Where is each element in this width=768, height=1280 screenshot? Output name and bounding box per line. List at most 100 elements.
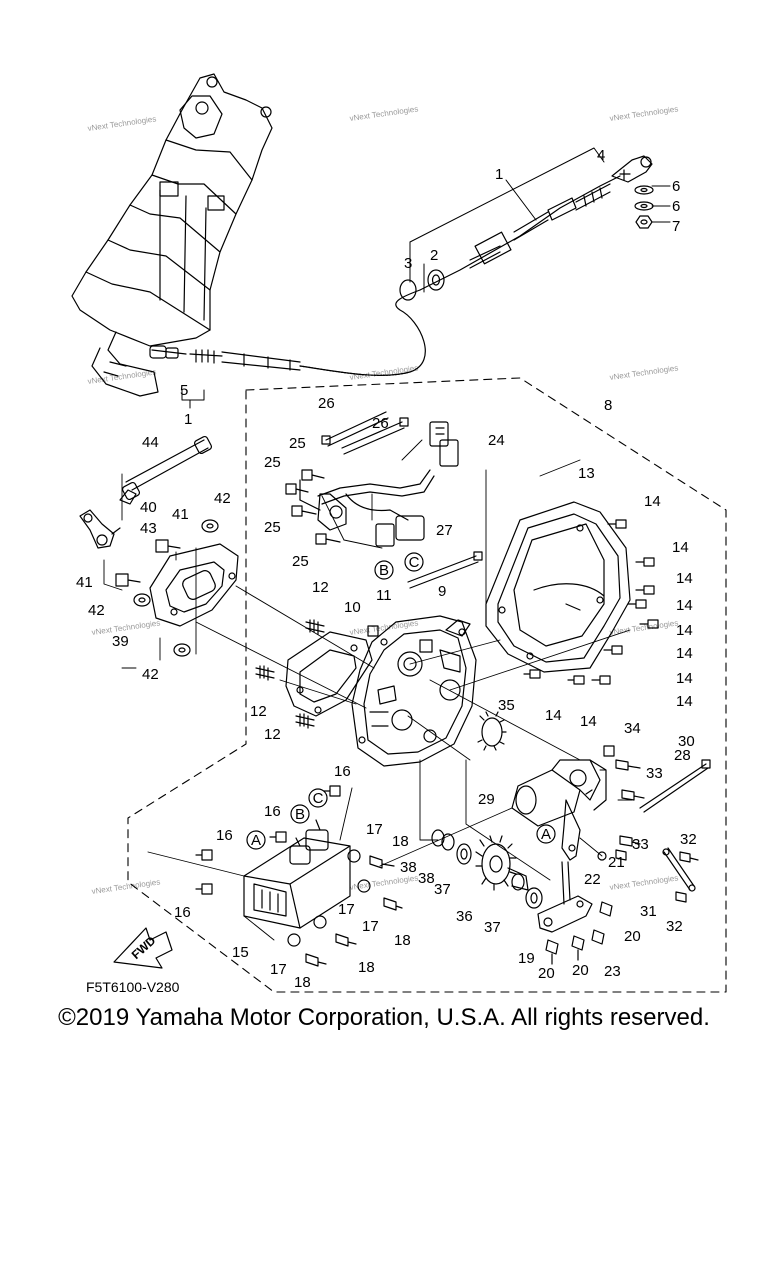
- part-label-42c: 42: [142, 666, 159, 683]
- part-label-41b: 41: [76, 574, 93, 591]
- part-label-13: 13: [578, 465, 595, 482]
- part-label-18c: 18: [358, 959, 375, 976]
- part-label-25b: 25: [264, 454, 281, 471]
- part-label-17a: 17: [366, 821, 383, 838]
- part-label-14f: 14: [676, 645, 693, 662]
- drive-motor: [511, 759, 607, 861]
- part-label-19: 19: [518, 950, 535, 967]
- exploded-view-lines: [103, 439, 633, 941]
- watermark-6: vNext Technologies: [609, 363, 679, 382]
- part-label-2: 2: [430, 247, 438, 264]
- part-label-1b: 1: [184, 411, 192, 428]
- part-label-34: 34: [624, 720, 641, 737]
- part-label-44: 44: [142, 434, 159, 451]
- part-label-14g: 14: [676, 670, 693, 687]
- part-label-26a: 26: [318, 395, 335, 412]
- fwd-arrow: [113, 927, 173, 969]
- part-labels: 1 2 3 4 6 6 7 5 1 8 26 26 24 25 25 25 25…: [76, 147, 697, 991]
- part-label-23: 23: [604, 963, 621, 980]
- callout-a-left: A: [251, 832, 261, 849]
- part-label-18a: 18: [392, 833, 409, 850]
- part-label-24: 24: [488, 432, 505, 449]
- part-label-15: 15: [232, 944, 249, 961]
- gears: [431, 711, 543, 909]
- watermark-1: vNext Technologies: [87, 114, 157, 133]
- part-label-20b: 20: [538, 965, 555, 982]
- part-label-14e: 14: [676, 622, 693, 639]
- gasket-plate: [285, 631, 373, 717]
- part-label-40: 40: [140, 499, 157, 516]
- part-label-38a: 38: [400, 859, 417, 876]
- studs-12: [255, 619, 379, 729]
- part-label-11: 11: [376, 587, 392, 604]
- part-label-31: 31: [640, 903, 657, 920]
- watermark-8: vNext Technologies: [349, 618, 419, 637]
- part-label-12c: 12: [264, 726, 281, 743]
- watermark-12: vNext Technologies: [609, 873, 679, 892]
- callout-b-bottom: B: [295, 806, 305, 823]
- part-label-25d: 25: [292, 553, 309, 570]
- shift-lever: [537, 847, 696, 933]
- screws-14: [523, 519, 659, 685]
- part-label-25a: 25: [289, 435, 306, 452]
- part-label-43: 43: [140, 520, 157, 537]
- part-label-20a: 20: [624, 928, 641, 945]
- part-label-4: 4: [597, 147, 605, 164]
- part-label-32b: 32: [666, 918, 683, 935]
- part-label-16c: 16: [216, 827, 233, 844]
- actuator-housing: [351, 615, 477, 767]
- part-label-30: 30: [678, 733, 695, 750]
- bracket-assembly: [79, 435, 239, 657]
- watermarks: vNext Technologies vNext Technologies vN…: [87, 104, 679, 896]
- part-label-17b: 17: [338, 901, 355, 918]
- cable-ties: [321, 411, 711, 813]
- part-label-10: 10: [344, 599, 361, 616]
- part-label-37a: 37: [484, 919, 501, 936]
- part-label-14c: 14: [676, 570, 693, 587]
- watermark-2: vNext Technologies: [349, 104, 419, 123]
- part-label-5: 5: [180, 382, 188, 399]
- part-label-33a: 33: [646, 765, 663, 782]
- part-label-1: 1: [495, 166, 503, 183]
- assembly-boundary: [127, 377, 727, 993]
- part-label-27: 27: [436, 522, 453, 539]
- wiring-harness: [299, 421, 459, 547]
- part-label-18b: 18: [394, 932, 411, 949]
- callout-a-right: A: [541, 826, 551, 843]
- part-label-12b: 12: [250, 703, 267, 720]
- callout-c-bottom: C: [313, 790, 324, 807]
- part-label-33b: 33: [632, 836, 649, 853]
- part-label-26b: 26: [372, 415, 389, 432]
- watermark-3: vNext Technologies: [609, 104, 679, 123]
- part-label-3: 3: [404, 255, 412, 272]
- callout-b-top: B: [379, 562, 389, 579]
- callout-circles: [246, 552, 556, 850]
- part-label-7: 7: [672, 218, 680, 235]
- part-label-17c: 17: [362, 918, 379, 935]
- screws-25: [285, 469, 341, 545]
- part-label-9: 9: [438, 583, 446, 600]
- callout-letters: B C A B C A: [251, 554, 551, 849]
- part-label-14d: 14: [676, 597, 693, 614]
- part-label-42a: 42: [214, 490, 231, 507]
- part-label-14j: 14: [580, 713, 597, 730]
- control-unit: [243, 819, 351, 929]
- part-label-16a: 16: [334, 763, 351, 780]
- part-label-38b: 38: [418, 870, 435, 887]
- part-label-14i: 14: [545, 707, 562, 724]
- ball-joint-and-hardware: [611, 155, 654, 229]
- part-label-41a: 41: [172, 506, 189, 523]
- part-label-28: 28: [674, 747, 691, 764]
- cable-leader-lines: [181, 147, 671, 409]
- parts-diagram: vNext Technologies vNext Technologies vN…: [71, 73, 727, 995]
- part-label-21: 21: [608, 854, 625, 871]
- steering-nozzle-housing: [71, 73, 273, 397]
- diagram-code: F5T6100-V280: [86, 979, 180, 995]
- part-label-6b: 6: [672, 198, 680, 215]
- callout-c-top: C: [409, 554, 420, 571]
- steering-cable: [149, 175, 621, 376]
- part-label-37b: 37: [434, 881, 451, 898]
- rear-cover: [485, 501, 631, 673]
- part-label-6a: 6: [672, 178, 680, 195]
- watermark-10: vNext Technologies: [91, 877, 161, 896]
